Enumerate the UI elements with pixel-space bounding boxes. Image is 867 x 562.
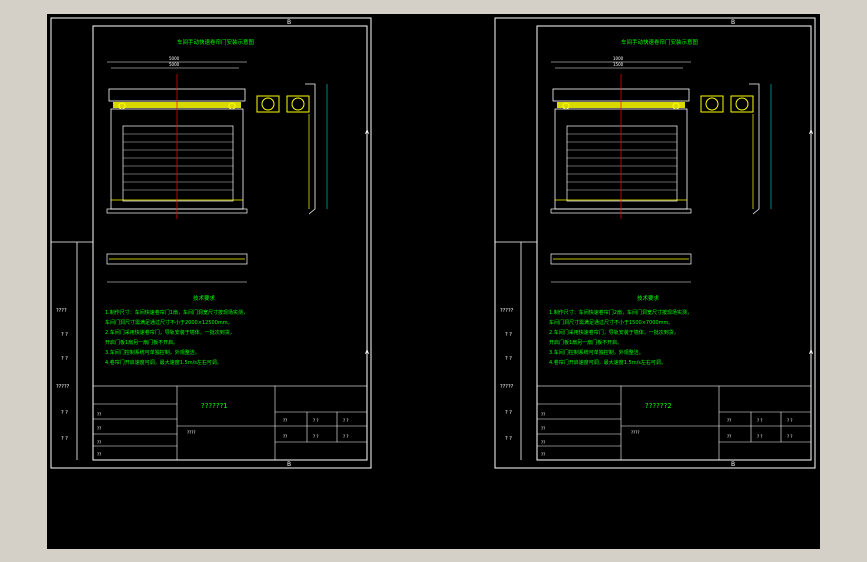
note-line: 车间门洞尺寸需满足通过尺寸不小于1500×7000mm。 — [549, 319, 673, 326]
title-block-cell: ? ? — [343, 434, 349, 439]
dim-width: 1500 — [613, 62, 624, 67]
zone-letter-side-1: A — [365, 129, 370, 136]
zone-letter-side-1: A — [809, 129, 814, 136]
cad-viewport[interactable]: B B A A 车间手动快速卷帘门安装示意图 5000 5000 — [47, 14, 820, 549]
title-block-cell: ? ? — [313, 434, 319, 439]
zone-letter-bottom: B — [287, 461, 291, 468]
drawing-sheet-2: B B A A 车间手动快速卷帘门安装示意图 1000 1500 — [494, 17, 816, 469]
note-line: 4.卷帘门开启速度可调，最大速度1.5m/s左右可调。 — [549, 359, 666, 366]
sheet-inner-frame — [92, 25, 368, 461]
title-block-small: ???? — [187, 430, 196, 435]
title-block-cell: ? ? — [313, 418, 319, 423]
door-plan-view — [550, 253, 692, 283]
title-block-row: ?? — [541, 426, 545, 431]
title-block-cell: ?? — [727, 418, 731, 423]
zone-letter-top: B — [287, 19, 291, 26]
title-block-cell: ? ? — [757, 434, 763, 439]
title-block-cell: ? ? — [343, 418, 349, 423]
left-label-column: ???? ? ? ? ? ????? ? ? ? ? — [56, 308, 70, 442]
note-line: 1.制作尺寸：车间快速卷帘门2扇，车间门洞宽尺寸按现场实测， — [549, 309, 692, 316]
notes-header: 技术要求 — [193, 294, 216, 302]
door-plan-view — [106, 253, 248, 283]
left-label: ???? — [56, 308, 67, 314]
title-block-row: ?? — [541, 412, 545, 417]
dim-overall: 1000 — [613, 56, 624, 61]
left-label: ????? — [56, 384, 70, 390]
left-label: ? ? — [505, 356, 512, 362]
zone-letter-side-2: A — [809, 349, 814, 356]
title-block-row: ?? — [97, 452, 101, 457]
sheet-title: 车间手动快速卷帘门安装示意图 — [177, 38, 255, 46]
drawing-name: ??????1 — [201, 402, 228, 410]
left-label: ? ? — [505, 332, 512, 338]
left-label: ? ? — [61, 410, 68, 416]
title-block-cell: ?? — [727, 434, 731, 439]
zone-letter-bottom: B — [731, 461, 735, 468]
note-line: 2.车间门采用快速卷帘门，导轨安装于墙体，一批次到货， — [549, 329, 679, 336]
dim-overall: 5000 — [169, 56, 180, 61]
title-block-row: ?? — [97, 412, 101, 417]
note-line: 3.车间门控制系统可单独控制，外观整洁。 — [105, 349, 200, 356]
title-block-cell: ? ? — [787, 434, 793, 439]
note-line: 车间门洞尺寸需满足通过尺寸不小于2000×12500mm。 — [105, 319, 233, 326]
dim-width: 5000 — [169, 62, 180, 67]
note-line: 开启门板1扇另一扇门板不开启。 — [105, 339, 178, 346]
note-line: 1.制作尺寸：车间快速卷帘门1扇，车间门洞宽尺寸按现场实测， — [105, 309, 248, 316]
notes-header: 技术要求 — [637, 294, 660, 302]
zone-letter-top: B — [731, 19, 735, 26]
left-label: ????? — [500, 308, 514, 314]
note-line: 2.车间门采用快速卷帘门，导轨安装于墙体，一批次到货， — [105, 329, 235, 336]
sheet-border — [494, 17, 816, 469]
title-block-cell: ?? — [283, 418, 287, 423]
note-line: 3.车间门控制系统可单独控制，外观整洁。 — [549, 349, 644, 356]
left-label: ? ? — [61, 356, 68, 362]
door-side-section — [256, 83, 328, 215]
left-label: ????? — [500, 384, 514, 390]
title-block-row: ?? — [97, 440, 101, 445]
drawing-sheet-1: B B A A 车间手动快速卷帘门安装示意图 5000 5000 — [50, 17, 372, 469]
door-front-elevation: 1000 1500 — [550, 56, 692, 219]
title-block-small: ???? — [631, 430, 640, 435]
left-label: ? ? — [61, 332, 68, 338]
title-block-row: ?? — [97, 426, 101, 431]
title-block-row: ?? — [541, 452, 545, 457]
note-line: 4.卷帘门开启速度可调，最大速度1.5m/s左右可调。 — [105, 359, 222, 366]
left-label: ? ? — [505, 436, 512, 442]
left-label: ? ? — [61, 436, 68, 442]
door-side-section — [700, 83, 772, 215]
left-label-column: ????? ? ? ? ? ????? ? ? ? ? — [500, 308, 514, 442]
technical-notes: 1.制作尺寸：车间快速卷帘门1扇，车间门洞宽尺寸按现场实测， 车间门洞尺寸需满足… — [105, 309, 248, 366]
title-block-cell: ? ? — [757, 418, 763, 423]
title-block-cell: ?? — [283, 434, 287, 439]
technical-notes: 1.制作尺寸：车间快速卷帘门2扇，车间门洞宽尺寸按现场实测， 车间门洞尺寸需满足… — [549, 309, 692, 366]
title-block — [536, 385, 812, 461]
door-front-elevation: 5000 5000 — [106, 56, 248, 219]
zone-letter-side-2: A — [365, 349, 370, 356]
title-block-row: ?? — [541, 440, 545, 445]
sheet-inner-frame — [536, 25, 812, 461]
drawing-name: ??????2 — [645, 402, 672, 410]
title-block-cell: ? ? — [787, 418, 793, 423]
note-line: 开启门板1扇另一扇门板不开启。 — [549, 339, 622, 346]
left-label: ? ? — [505, 410, 512, 416]
sheet-title: 车间手动快速卷帘门安装示意图 — [621, 38, 699, 46]
title-block — [92, 385, 368, 461]
sheet-border — [50, 17, 372, 469]
